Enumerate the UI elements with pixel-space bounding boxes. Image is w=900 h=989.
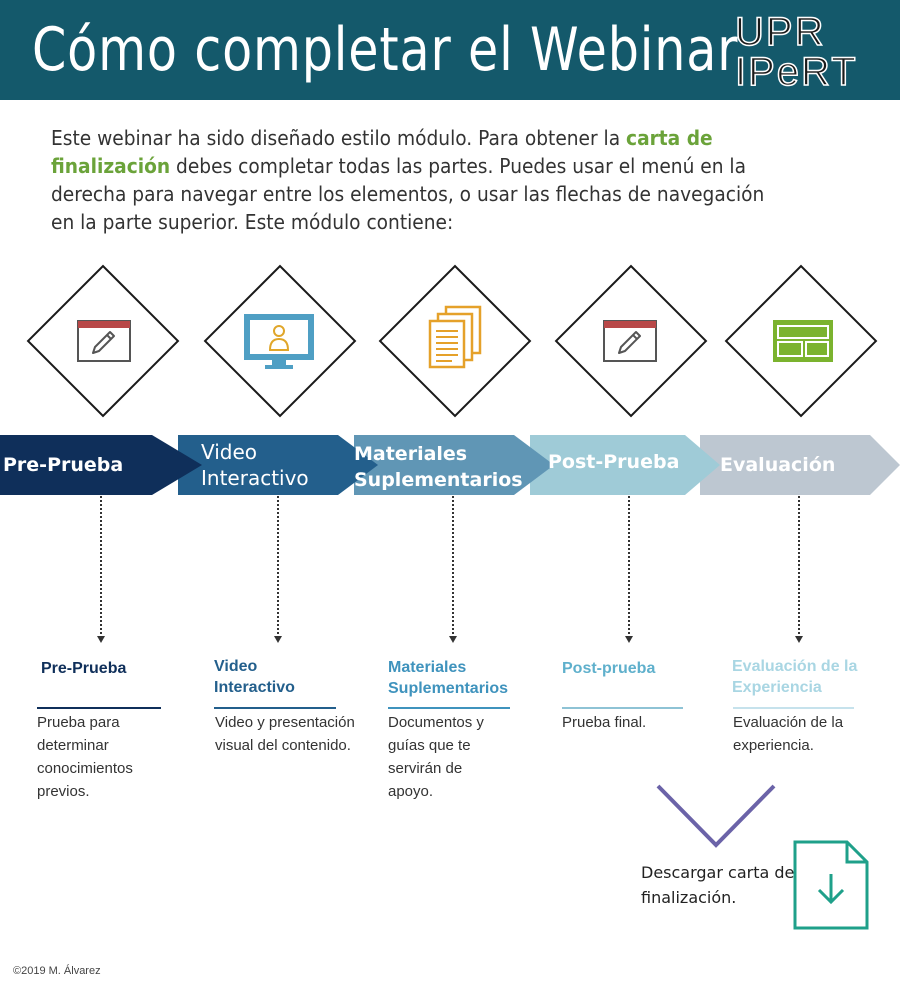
intro-text-before: Este webinar ha sido diseñado estilo mód… [51,126,627,150]
connector-arrowhead-5 [795,636,803,643]
column-title-video-interactivo: Video Interactivo [214,658,295,696]
connector-line-5 [798,496,800,638]
copyright-footer: ©2019 M. Álvarez [13,965,101,977]
page-title: Cómo completar el Webinar [32,15,739,85]
column-underline-4 [562,707,683,709]
step-arrow-5 [700,435,900,495]
upr-ipert-logo: UPR IPeRT [734,10,895,94]
column-desc-materiales: Documentos y guías que te servirán de ap… [388,714,484,800]
connector-arrowhead-4 [625,636,633,643]
connector-line-3 [452,496,454,638]
column-desc-post-prueba: Prueba final. [562,714,647,731]
connector-line-4 [628,496,630,638]
download-document-icon[interactable] [793,840,869,930]
intro-paragraph: Este webinar ha sido diseñado estilo mód… [51,124,786,236]
connector-arrowhead-3 [449,636,457,643]
column-title-materiales: Materiales Suplementarios [388,659,509,697]
download-text: Descargar carta de finalización. [641,863,795,907]
arrow-label-pre-prueba: Pre-Prueba [3,454,124,476]
arrow-label-post-prueba: Post-Prueba [548,451,680,473]
step-arrow-2 [178,435,378,495]
column-underline-1 [37,707,161,709]
edit-window-icon [77,320,131,362]
layout-window-icon [773,320,833,362]
connector-line-2 [277,496,279,638]
documents-stack-icon [428,305,482,369]
column-underline-2 [214,707,336,709]
chevron-down-icon [656,784,776,848]
column-underline-5 [733,707,854,709]
header-banner: Cómo completar el Webinar UPR IPeRT [0,0,900,100]
step-arrow-4 [530,435,720,495]
column-desc-video-interactivo: Video y presentación visual del contenid… [215,714,355,754]
column-title-pre-prueba: Pre-Prueba [41,660,127,677]
intro-text-after: debes completar todas las partes. Puedes… [51,154,765,234]
arrow-label-materiales: Materiales Suplementarios [354,443,523,491]
column-underline-3 [388,707,510,709]
arrow-label-evaluacion: Evaluación [720,454,836,476]
logo-line-2: IPeRT [734,50,858,94]
presentation-monitor-icon [244,314,314,369]
step-arrow-1 [0,435,202,495]
step-arrow-3 [354,435,554,495]
column-desc-pre-prueba: Prueba para determinar conocimientos pre… [37,714,133,800]
connector-arrowhead-1 [97,636,105,643]
column-title-post-prueba: Post-prueba [562,660,656,677]
intro-highlight: carta de finalización [51,126,713,178]
logo-line-1: UPR [734,10,826,54]
column-desc-evaluacion: Evaluación de la experiencia. [733,714,844,754]
arrow-label-video-interactivo: Video Interactivo [201,440,309,490]
edit-window-icon [603,320,657,362]
connector-arrowhead-2 [274,636,282,643]
connector-line-1 [100,496,102,638]
column-title-evaluacion: Evaluación de la Experiencia [732,658,858,696]
